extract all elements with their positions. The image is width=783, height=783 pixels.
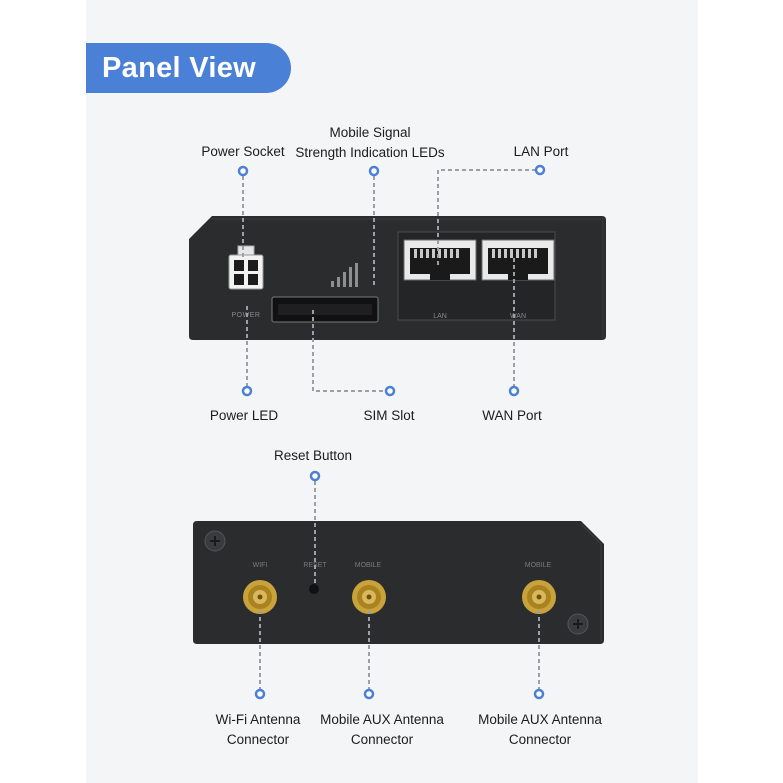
wifi-silk-label: WIFI	[253, 562, 268, 569]
label-mobile-aux-1-line2: Connector	[350, 732, 414, 747]
wan-silk-label: WAN	[510, 313, 526, 320]
label-signal-leds-line2: Strength Indication LEDs	[295, 145, 445, 160]
callout-dots	[237, 164, 546, 700]
label-sim-slot: SIM Slot	[363, 408, 415, 423]
dot-power-socket	[237, 165, 249, 177]
power-silk-label: POWER	[232, 312, 261, 319]
mobile-silk-label: MOBILE	[355, 562, 382, 569]
dot-sim-slot	[384, 385, 396, 397]
dot-reset	[309, 470, 321, 482]
dot-mobile-aux-2	[533, 688, 545, 700]
dot-signal-leds	[368, 165, 380, 177]
leader-sim-slot	[312, 310, 385, 392]
back-panel-device: WIFI RESET MOBILE MOBILE	[193, 521, 604, 644]
label-power-led: Power LED	[209, 408, 279, 423]
lan-silk-label: LAN	[433, 313, 447, 320]
signal-leds	[331, 263, 358, 287]
reset-button	[309, 584, 319, 594]
mobile-aux-antenna-connector-1	[352, 580, 386, 614]
front-panel-device: POWER	[189, 216, 606, 340]
dot-wan-port	[508, 385, 520, 397]
label-reset-button: Reset Button	[273, 448, 353, 463]
dot-lan-port	[534, 164, 546, 176]
mobile-aux-antenna-connector-2	[522, 580, 556, 614]
label-mobile-aux-2-line2: Connector	[508, 732, 572, 747]
label-mobile-aux-1-line1: Mobile AUX Antenna	[320, 712, 444, 727]
label-wifi-line2: Connector	[226, 732, 290, 747]
label-power-socket: Power Socket	[201, 144, 285, 159]
sim-slot	[271, 296, 379, 323]
lan-port	[403, 239, 477, 281]
power-socket	[228, 245, 264, 290]
label-mobile-aux-2-line1: Mobile AUX Antenna	[478, 712, 602, 727]
leader-lines	[242, 169, 540, 689]
screw-right-icon	[567, 613, 589, 635]
dot-wifi	[254, 688, 266, 700]
mobile2-silk-label: MOBILE	[525, 562, 552, 569]
label-wan-port: WAN Port	[482, 408, 542, 423]
label-wifi-line1: Wi-Fi Antenna	[215, 712, 301, 727]
screw-left-icon	[204, 530, 226, 552]
dot-mobile-aux-1	[363, 688, 375, 700]
dot-power-led	[241, 385, 253, 397]
wan-port	[481, 239, 555, 281]
panel-view-title: Panel View	[86, 43, 291, 93]
wifi-antenna-connector	[243, 580, 277, 614]
label-lan-port: LAN Port	[513, 144, 569, 159]
leader-lan-port	[437, 169, 536, 268]
label-signal-leds-line1: Mobile Signal	[329, 125, 411, 140]
